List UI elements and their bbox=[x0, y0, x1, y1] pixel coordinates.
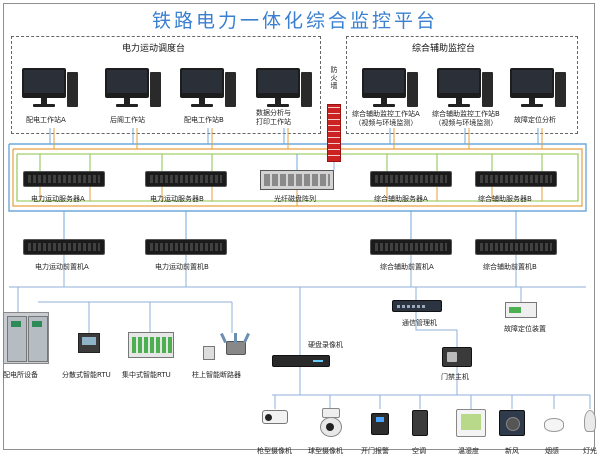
temp-humidity-icon bbox=[456, 409, 486, 437]
outer-frame bbox=[3, 3, 595, 450]
sensor-label-1: 枪型摄像机 bbox=[257, 447, 292, 455]
disk-array bbox=[260, 170, 334, 190]
frontend-3 bbox=[370, 239, 452, 255]
aux-group-box bbox=[346, 36, 578, 134]
frontend-label-3: 综合辅助前置机A bbox=[380, 263, 434, 271]
wire-54 bbox=[415, 312, 458, 347]
frontend-1 bbox=[23, 239, 105, 255]
server-label-3: 光纤磁盘阵列 bbox=[274, 195, 316, 203]
pole-switch-icon bbox=[220, 332, 250, 359]
fresh-air-icon bbox=[499, 410, 525, 436]
bullet-camera-icon bbox=[262, 410, 288, 424]
sensor-label-6: 新风 bbox=[505, 447, 519, 455]
access-host-label: 门禁主机 bbox=[441, 373, 469, 381]
server-5 bbox=[475, 171, 557, 187]
light-bulb-icon bbox=[584, 410, 596, 432]
smoke-detector-icon bbox=[544, 418, 564, 432]
server-2 bbox=[145, 171, 227, 187]
server-label-1: 电力运动服务器A bbox=[31, 195, 85, 203]
workstation-pc-2 bbox=[105, 68, 161, 114]
workstation-pc-6 bbox=[437, 68, 493, 114]
workstation-label-4: 数据分析与 打印工作站 bbox=[256, 109, 291, 126]
aux-group-label: 综合辅助监控台 bbox=[412, 44, 476, 54]
workstation-label-5: 综合辅助监控工作站A （视频与环境监测） bbox=[352, 110, 420, 127]
wire-3 bbox=[16, 153, 579, 202]
sensor-label-4: 空调 bbox=[412, 447, 426, 455]
workstation-pc-5 bbox=[362, 68, 418, 114]
dispatch-group-label: 电力运动调度台 bbox=[122, 44, 186, 54]
sensor-label-3: 开门报警 bbox=[361, 447, 389, 455]
firewall-icon bbox=[327, 104, 341, 162]
frontend-label-2: 电力运动前置机B bbox=[155, 263, 209, 271]
fault-locator-label: 故障定位装置 bbox=[504, 325, 546, 333]
nvr-label: 硬盘录像机 bbox=[308, 341, 343, 349]
cabinet-icon bbox=[3, 312, 49, 364]
frontend-4 bbox=[475, 239, 557, 255]
sensor-label-8: 灯光 bbox=[583, 447, 597, 455]
rtu2-icon bbox=[128, 332, 174, 358]
frontend-label-4: 综合辅助前置机B bbox=[483, 263, 537, 271]
comm-manager-label: 通信管理机 bbox=[402, 319, 437, 327]
access-host-icon bbox=[442, 347, 472, 367]
dispatch-group-box bbox=[11, 36, 321, 134]
sensor-label-7: 烟感 bbox=[545, 447, 559, 455]
server-label-2: 电力运动服务器B bbox=[150, 195, 204, 203]
frontend-2 bbox=[145, 239, 227, 255]
fault-locator-icon bbox=[505, 302, 537, 318]
workstation-pc-4 bbox=[256, 68, 312, 114]
workstation-label-7: 故障定位分析 bbox=[514, 116, 556, 124]
server-label-4: 综合辅助服务器A bbox=[374, 195, 428, 203]
workstation-pc-3 bbox=[180, 68, 236, 114]
server-label-5: 综合辅助服务器B bbox=[478, 195, 532, 203]
sensor-label-2: 球型摄像机 bbox=[308, 447, 343, 455]
workstation-label-1: 配电工作站A bbox=[26, 116, 66, 124]
rtu2-label: 集中式智能RTU bbox=[122, 371, 171, 379]
firewall-label: 防火墙 bbox=[330, 66, 338, 90]
pole-switch-ctrl-icon bbox=[203, 346, 215, 360]
aircon-icon bbox=[412, 410, 428, 436]
dome-camera-icon bbox=[320, 408, 342, 437]
comm-manager-icon bbox=[392, 300, 442, 312]
page-title: 铁路电力一体化综合监控平台 bbox=[151, 10, 438, 32]
cabinet-label: 配电所设备 bbox=[3, 371, 38, 379]
workstation-pc-1 bbox=[22, 68, 78, 114]
server-4 bbox=[370, 171, 452, 187]
server-1 bbox=[23, 171, 105, 187]
rtu1-label: 分散式智能RTU bbox=[62, 371, 111, 379]
wire-2 bbox=[12, 148, 583, 207]
rtu1-icon bbox=[78, 333, 100, 353]
sensor-label-5: 温湿度 bbox=[458, 447, 479, 455]
door-alarm-icon bbox=[371, 413, 389, 435]
workstation-pc-7 bbox=[510, 68, 566, 114]
workstation-label-3: 配电工作站B bbox=[184, 116, 224, 124]
nvr-icon bbox=[272, 355, 330, 367]
pole-switch-label: 柱上智能断路器 bbox=[192, 371, 241, 379]
frontend-label-1: 电力运动前置机A bbox=[35, 263, 89, 271]
workstation-label-2: 后阁工作站 bbox=[110, 116, 145, 124]
workstation-label-6: 综合辅助监控工作站B （视频与环境监测） bbox=[432, 110, 500, 127]
